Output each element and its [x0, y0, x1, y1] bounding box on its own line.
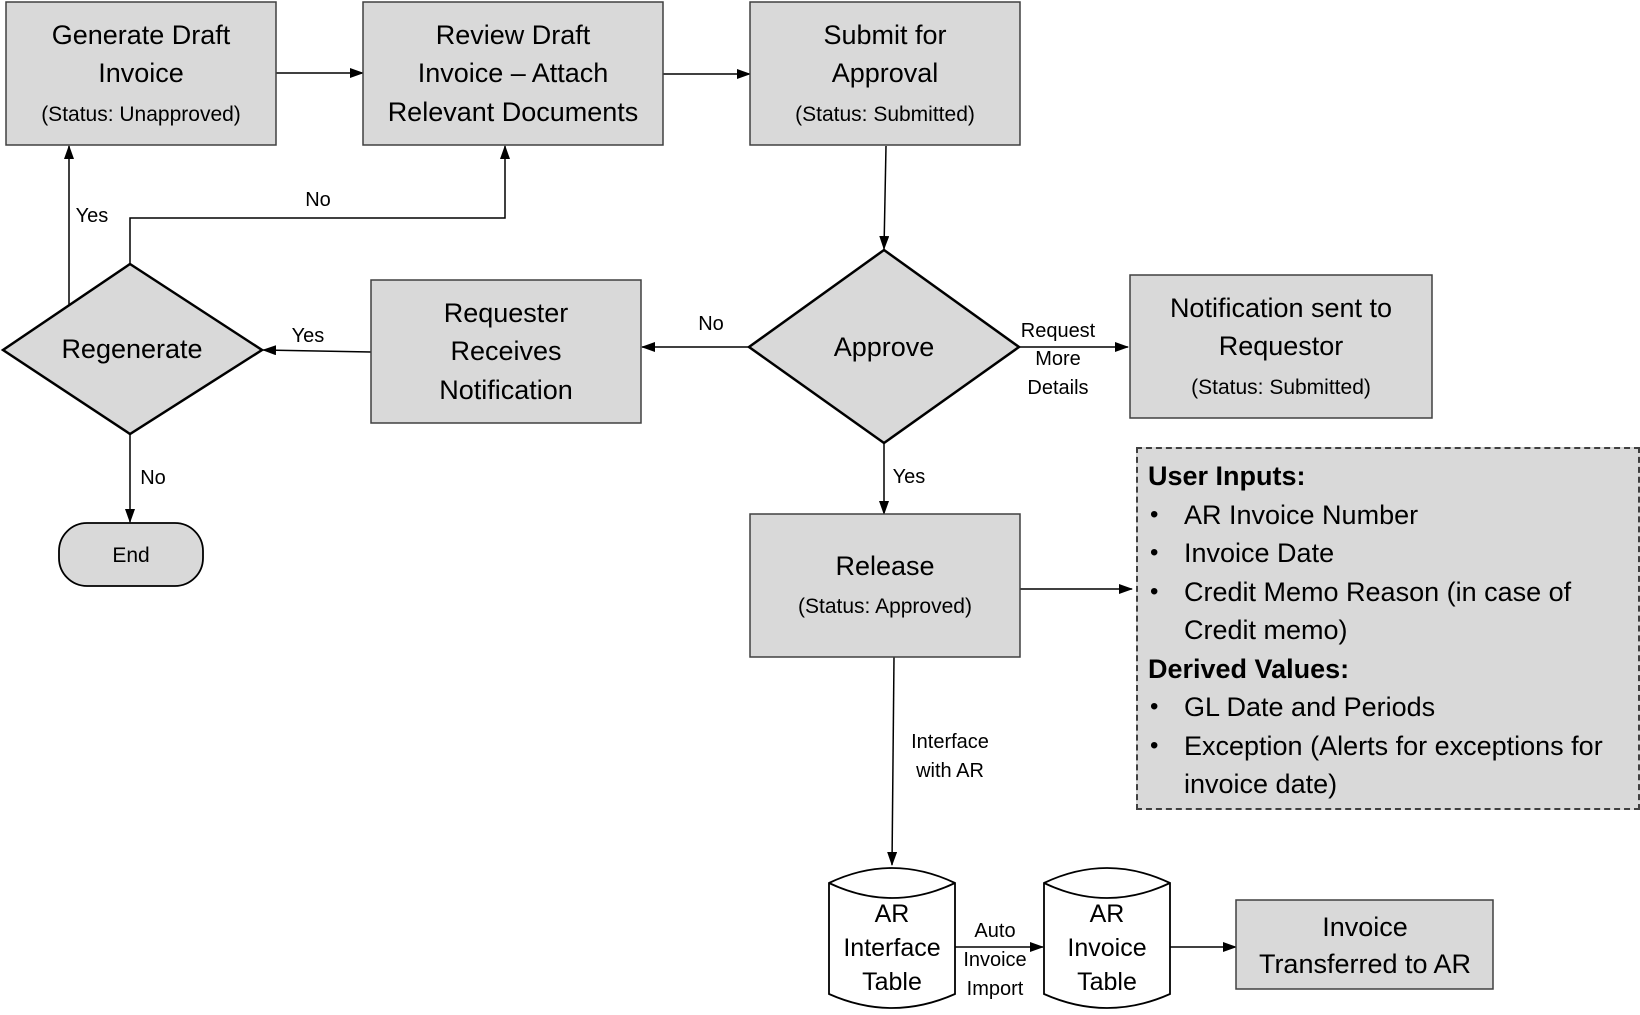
list-item: Invoice Date — [1150, 534, 1628, 573]
svg-text:(Status: Submitted): (Status: Submitted) — [795, 103, 975, 126]
requester-receives-notification-box: Requester Receives Notification — [370, 279, 642, 424]
label-interface-2: with AR — [915, 760, 984, 782]
user-inputs-list: AR Invoice Number Invoice Date Credit Me… — [1148, 496, 1628, 650]
svg-text:AR: AR — [875, 900, 910, 928]
svg-text:Receives: Receives — [450, 336, 561, 366]
svg-text:Review Draft: Review Draft — [436, 20, 591, 50]
svg-text:Invoice: Invoice — [98, 58, 184, 88]
submit-for-approval-box: Submit for Approval (Status: Submitted) — [749, 1, 1021, 146]
svg-text:Requester: Requester — [444, 298, 569, 328]
list-item: AR Invoice Number — [1150, 496, 1628, 535]
regenerate-decision: Regenerate — [0, 262, 265, 436]
svg-text:Table: Table — [862, 968, 922, 996]
svg-text:Generate Draft: Generate Draft — [52, 20, 231, 50]
svg-text:(Status: Submitted): (Status: Submitted) — [1191, 376, 1371, 399]
svg-text:Invoice: Invoice — [1322, 912, 1408, 942]
svg-text:Regenerate: Regenerate — [61, 334, 202, 364]
svg-text:Interface: Interface — [843, 934, 940, 962]
label-yes-requester: Yes — [292, 325, 325, 347]
svg-text:Approve: Approve — [834, 332, 935, 362]
label-auto-import-1: Auto — [974, 920, 1015, 942]
review-draft-invoice-box: Review Draft Invoice – Attach Relevant D… — [362, 1, 664, 146]
list-item: GL Date and Periods — [1150, 688, 1628, 727]
connectors — [64, 68, 1237, 952]
label-request-more-1: Request — [1021, 320, 1096, 342]
label-request-more-2: More — [1035, 348, 1081, 370]
label-auto-import-2: Invoice — [963, 949, 1026, 971]
svg-text:AR: AR — [1090, 900, 1125, 928]
svg-text:End: End — [112, 544, 149, 567]
end-terminator: End — [58, 522, 204, 587]
label-yes-regenerate: Yes — [76, 205, 109, 227]
svg-text:(Status: Unapproved): (Status: Unapproved) — [41, 103, 241, 126]
ar-invoice-table-cylinder: AR Invoice Table — [1043, 867, 1171, 1009]
label-interface-1: Interface — [911, 731, 989, 753]
label-no-end: No — [140, 467, 166, 489]
user-inputs-heading: User Inputs: — [1148, 461, 1306, 491]
generate-draft-invoice-box: Generate Draft Invoice (Status: Unapprov… — [5, 1, 277, 146]
svg-text:Notification: Notification — [439, 375, 573, 405]
label-request-more-3: Details — [1027, 377, 1088, 399]
label-no-regenerate: No — [305, 189, 331, 211]
svg-text:Table: Table — [1077, 968, 1137, 996]
svg-text:Invoice: Invoice — [1067, 934, 1146, 962]
svg-text:Transferred to AR: Transferred to AR — [1259, 949, 1471, 979]
svg-text:Release: Release — [835, 551, 934, 581]
svg-text:Relevant Documents: Relevant Documents — [388, 97, 639, 127]
edge-release-to-ar-interface — [887, 656, 898, 866]
svg-text:Requestor: Requestor — [1219, 331, 1344, 361]
edge-submit-to-approve — [879, 145, 890, 250]
list-item: Exception (Alerts for exceptions for inv… — [1150, 727, 1628, 804]
notification-sent-box: Notification sent to Requestor (Status: … — [1129, 274, 1433, 419]
approve-decision: Approve — [746, 248, 1022, 445]
label-yes-approve: Yes — [893, 466, 926, 488]
release-box: Release (Status: Approved) — [749, 513, 1021, 658]
svg-text:(Status: Approved): (Status: Approved) — [798, 595, 972, 618]
inputs-notes-box: User Inputs: AR Invoice Number Invoice D… — [1136, 447, 1640, 810]
invoice-transferred-box: Invoice Transferred to AR — [1235, 899, 1494, 990]
ar-interface-table-cylinder: AR Interface Table — [828, 867, 956, 1009]
svg-text:Notification sent to: Notification sent to — [1170, 293, 1392, 323]
edge-regenerate-no-to-review — [129, 145, 510, 264]
svg-text:Approval: Approval — [832, 58, 939, 88]
svg-text:Submit for: Submit for — [823, 20, 946, 50]
derived-values-list: GL Date and Periods Exception (Alerts fo… — [1148, 688, 1628, 804]
label-auto-import-3: Import — [967, 978, 1024, 1000]
derived-values-heading: Derived Values: — [1148, 653, 1350, 684]
edge-labels: Yes No No Yes Request More Details Yes N… — [76, 189, 1096, 1000]
svg-text:Invoice – Attach: Invoice – Attach — [418, 58, 609, 88]
list-item: Credit Memo Reason (in case of Credit me… — [1150, 573, 1628, 650]
label-no-approve: No — [698, 313, 724, 335]
edge-requester-to-regenerate — [262, 345, 372, 356]
